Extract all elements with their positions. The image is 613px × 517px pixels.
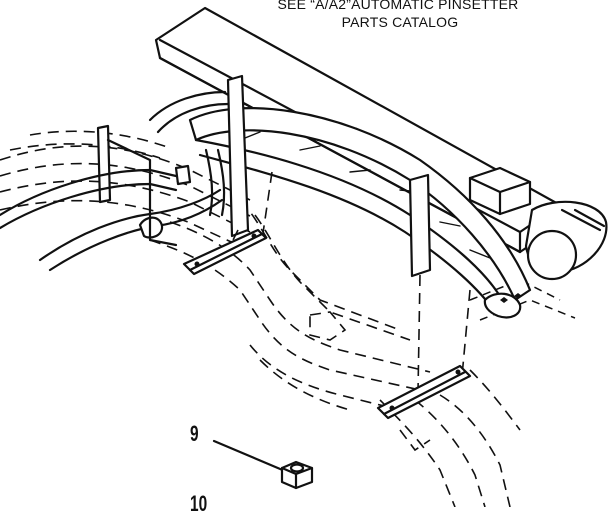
mounting-bracket-right <box>376 364 472 420</box>
left-frame-and-hoses <box>0 90 230 272</box>
reference-note-line-2: PARTS CATALOG <box>341 14 459 30</box>
leader-line-9 <box>212 439 294 476</box>
reference-note-line-1: SEE “A/A2”AUTOMATIC PINSETTER <box>277 0 519 12</box>
callout-10: 10 <box>190 491 208 516</box>
callout-9: 9 <box>190 421 199 446</box>
hex-nut <box>280 460 314 490</box>
drive-motor <box>468 166 608 281</box>
support-posts <box>221 74 471 393</box>
ball-return-track <box>188 107 532 319</box>
mounting-bracket-left <box>182 228 268 276</box>
